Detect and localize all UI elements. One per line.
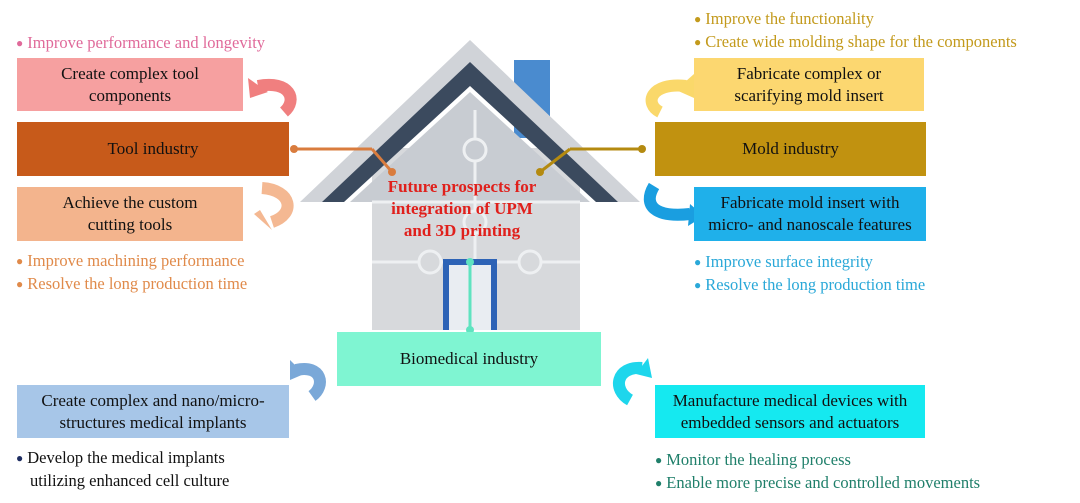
tool-top-note: ●Improve performance and longevity — [16, 32, 265, 55]
mold-bottom-note-2: ●Resolve the long production time — [694, 274, 925, 297]
arrow-tool-top — [248, 78, 297, 117]
tool-bottom-note-2-text: Resolve the long production time — [27, 274, 248, 293]
tool-top-box-line2: components — [88, 85, 172, 105]
center-title-line2: integration of UPM — [391, 199, 533, 218]
bullet-icon: ● — [16, 277, 24, 291]
bullet-icon: ● — [694, 255, 702, 269]
mold-top-note-1: ●Improve the functionality — [694, 8, 874, 31]
bio-left-box: Create complex and nano/micro-structures… — [17, 385, 289, 438]
bio-right-note-2-text: Enable more precise and controlled movem… — [666, 473, 981, 492]
bullet-icon: ● — [16, 254, 24, 268]
bio-right-box-line2: embedded sensors and actuators — [680, 412, 900, 432]
bullet-icon: ● — [694, 278, 702, 292]
arrow-bio-right — [613, 358, 652, 406]
mold-top-box-line1: Fabricate complex or — [736, 63, 882, 83]
mold-bottom-note-1: ●Improve surface integrity — [694, 251, 873, 274]
bio-right-note-1-text: Monitor the healing process — [666, 450, 851, 469]
roof-band — [322, 62, 618, 202]
bio-left-box-line1: Create complex and nano/micro- — [41, 390, 265, 410]
tool-top-box-line1: Create complex tool — [61, 63, 199, 83]
arrow-bio-left — [290, 360, 326, 401]
mold-top-note-1-text: Improve the functionality — [705, 9, 874, 28]
bullet-icon: ● — [16, 36, 24, 50]
bullet-icon: ● — [655, 453, 663, 467]
mold-top-box-line2: scarifying mold insert — [734, 85, 884, 105]
bio-left-note-line2: utilizing enhanced cell culture — [30, 471, 230, 490]
mold-bottom-box-line1: Fabricate mold insert with — [720, 193, 900, 212]
bullet-icon: ● — [694, 35, 702, 49]
tool-industry-box: Tool industry — [17, 122, 289, 176]
bio-left-note-line1: Develop the medical implants — [27, 448, 225, 467]
tool-top-note-text: Improve performance and longevity — [27, 33, 266, 52]
center-title: Future prospects for integration of UPM … — [372, 176, 552, 242]
bullet-icon: ● — [694, 12, 702, 26]
bio-industry-label: Biomedical industry — [399, 349, 539, 368]
tool-bottom-note-2: ●Resolve the long production time — [16, 273, 247, 296]
mold-bottom-box-line2: micro- and nanoscale features — [708, 215, 912, 234]
arrow-mold-top — [645, 74, 694, 118]
bullet-icon: ● — [16, 451, 24, 465]
tool-bottom-note-1-text: Improve machining performance — [27, 251, 245, 270]
mold-industry-label: Mold industry — [742, 139, 839, 158]
tool-bottom-note-1: ●Improve machining performance — [16, 250, 244, 273]
tool-industry-label: Tool industry — [107, 139, 199, 158]
mold-bottom-note-1-text: Improve surface integrity — [705, 252, 873, 271]
mold-top-note-2-text: Create wide molding shape for the compon… — [705, 32, 1017, 51]
tool-bottom-box: Achieve the custom cutting tools — [17, 187, 243, 241]
bio-left-box-line2: structures medical implants — [59, 412, 247, 432]
bio-industry-box: Biomedical industry — [337, 332, 601, 386]
mold-top-note-2: ●Create wide molding shape for the compo… — [694, 31, 1017, 54]
bio-left-note: ●Develop the medical implants utilizing … — [16, 447, 229, 492]
center-title-line1: Future prospects for — [387, 177, 537, 196]
mold-bottom-box: Fabricate mold insert with micro- and nan… — [694, 187, 926, 241]
bullet-icon: ● — [655, 476, 663, 490]
bio-right-note-2: ●Enable more precise and controlled move… — [655, 472, 980, 495]
mold-bottom-note-2-text: Resolve the long production time — [705, 275, 926, 294]
tool-bottom-box-line2: cutting tools — [87, 215, 173, 234]
bio-right-note-1: ●Monitor the healing process — [655, 449, 851, 472]
mold-industry-box: Mold industry — [655, 122, 926, 176]
center-title-line3: and 3D printing — [403, 221, 521, 240]
bio-right-box-line1: Manufacture medical devices with — [672, 390, 908, 410]
arrow-tool-bottom — [254, 182, 294, 230]
tool-bottom-box-line1: Achieve the custom — [62, 193, 198, 212]
